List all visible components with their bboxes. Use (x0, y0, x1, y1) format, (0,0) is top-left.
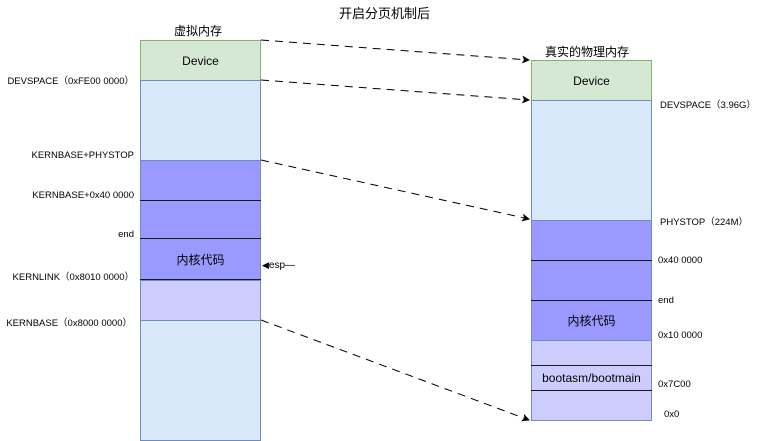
virtual-device-block: Device (140, 40, 261, 81)
virtual-kernel-code-block: 内核代码 (140, 239, 261, 279)
virtual-memory-title: 虚拟内存 (174, 24, 223, 38)
esp-pointer: ◀esp— (262, 260, 295, 271)
physical-memory-title: 真实的物理内存 (545, 45, 630, 59)
physical-divider-boot-top (531, 365, 652, 366)
label-devspace-physical: DEVSPACE（3.96G） (660, 100, 756, 111)
virtual-device-label: Device (182, 53, 219, 68)
physical-device-label: Device (573, 73, 610, 88)
physical-kernel-code-block: 内核代码 (531, 300, 652, 340)
label-phystop: PHYSTOP（224M） (660, 217, 748, 228)
virtual-free-block-upper (140, 80, 261, 161)
label-end-physical: end (658, 295, 674, 306)
label-7c00: 0x7C00 (658, 379, 691, 390)
label-0x0: 0x0 (664, 409, 680, 420)
esp-label: esp (268, 260, 286, 271)
label-kernbase: KERNBASE（0x8000 0000） (6, 318, 132, 329)
label-kernbase-400000: KERNBASE+0x40 0000 (32, 190, 134, 201)
virtual-divider-400000 (140, 200, 261, 201)
arrow-left-icon: ◀ (262, 260, 269, 270)
physical-kernel-code-label: 内核代码 (567, 313, 616, 328)
virtual-divider-end (140, 238, 261, 239)
virtual-divider-kernlink (140, 279, 261, 280)
label-kernlink: KERNLINK（0x8010 0000） (12, 272, 134, 283)
physical-kernel-block (531, 220, 652, 341)
label-devspace-virtual: DEVSPACE（0xFE00 0000） (7, 76, 134, 87)
label-400000-physical: 0x40 0000 (658, 255, 703, 266)
label-end-virtual: end (118, 229, 134, 240)
arrow-kernbase (260, 319, 530, 422)
diagram-title: 开启分页机制后 (339, 6, 431, 21)
physical-boot-block: bootasm/bootmain (531, 365, 652, 390)
physical-divider-7c00 (531, 390, 652, 391)
physical-boot-label: bootasm/bootmain (542, 370, 641, 385)
label-100000: 0x10 0000 (658, 330, 703, 341)
arrow-devspace (260, 79, 530, 104)
physical-free-block (531, 100, 652, 221)
esp-line: — (285, 260, 296, 271)
arrow-device-top (260, 39, 530, 64)
physical-divider-400000 (531, 260, 652, 261)
arrow-phystop (260, 159, 530, 222)
physical-divider-end (531, 300, 652, 301)
physical-low-block (531, 340, 652, 421)
label-kernbase-phystop: KERNBASE+PHYSTOP (31, 150, 134, 161)
virtual-kernel-code-label: 内核代码 (176, 252, 225, 267)
